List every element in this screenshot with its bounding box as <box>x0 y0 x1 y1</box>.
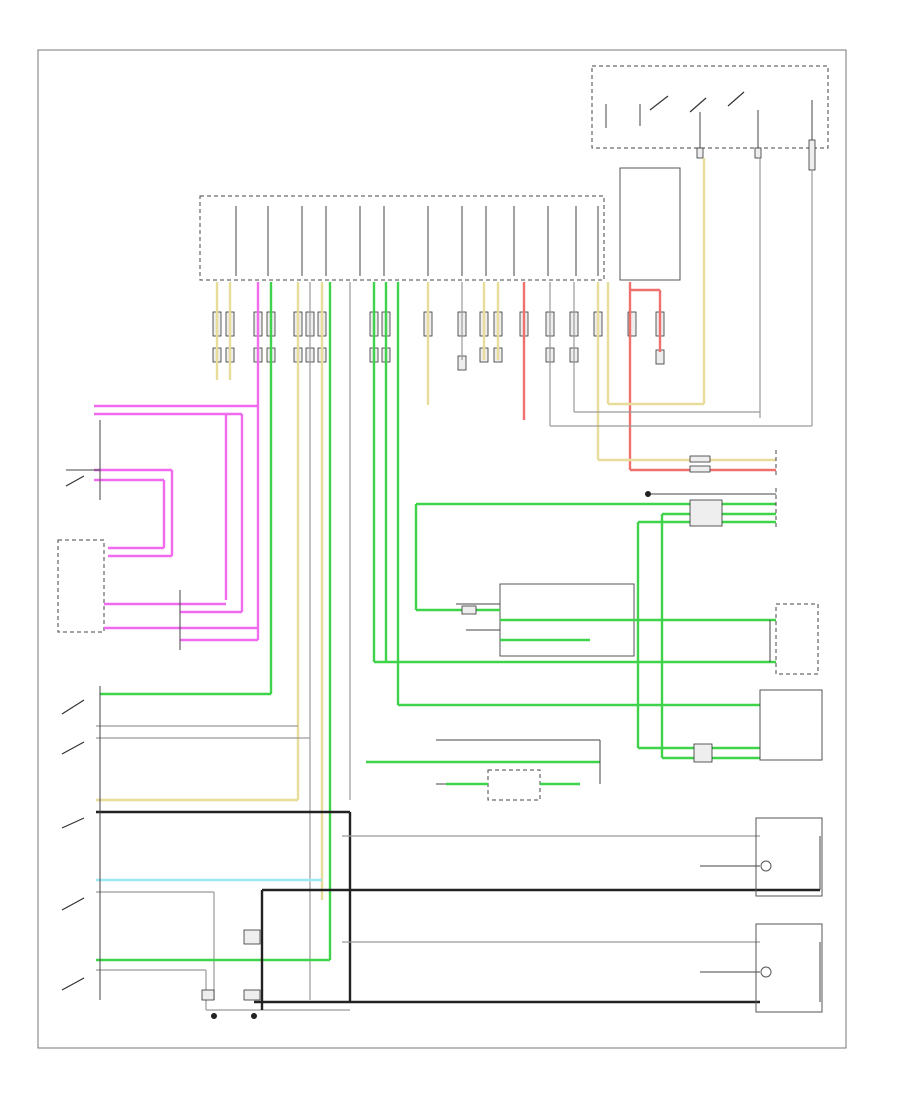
center-control-switch <box>374 583 819 675</box>
module-connectors <box>212 311 665 371</box>
module-wires <box>215 158 813 1000</box>
ground-point <box>201 888 820 1019</box>
lower-right-module <box>398 689 823 763</box>
diagram-frame <box>37 49 847 1049</box>
left-switch-panels <box>57 404 352 1010</box>
body-control-module <box>199 167 681 281</box>
lower-right-lights <box>342 817 823 1013</box>
lower-center-module <box>366 739 601 801</box>
ignition-switch-area <box>591 65 829 171</box>
right-return-wires <box>414 288 812 748</box>
